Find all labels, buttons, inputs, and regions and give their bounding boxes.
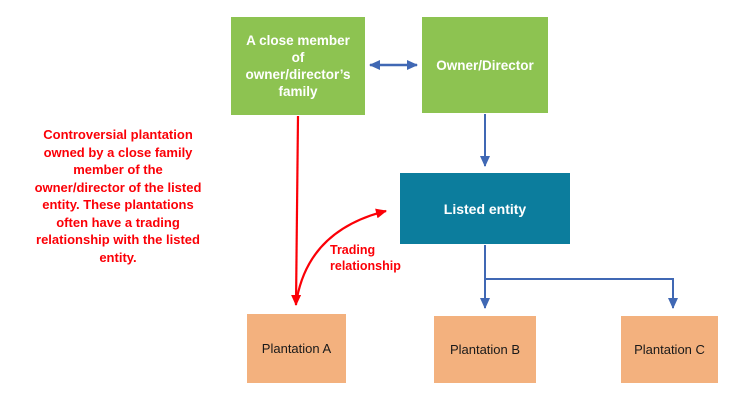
node-family-member: A close member of owner/director’s famil… — [231, 17, 365, 115]
connector-listed-to-plantation-c-elbow-arrow — [485, 278, 678, 309]
node-plantation-a: Plantation A — [247, 314, 346, 383]
node-plantation-b-label: Plantation B — [449, 342, 521, 357]
node-listed-entity-label: Listed entity — [443, 200, 527, 217]
node-listed-entity: Listed entity — [400, 173, 570, 244]
trading-relationship-label: Trading relationship — [330, 243, 401, 273]
node-owner-director-label: Owner/Director — [436, 57, 534, 73]
node-plantation-b: Plantation B — [434, 316, 536, 383]
node-plantation-c: Plantation C — [621, 316, 718, 383]
controversial-plantation-note: Controversial plantation owned by a clos… — [34, 127, 202, 265]
node-plantation-c-label: Plantation C — [634, 342, 705, 357]
connector-family-to-plantation-a-red-arrow — [291, 115, 302, 306]
node-owner-director: Owner/Director — [422, 17, 548, 113]
node-family-member-label: A close member of owner/director’s famil… — [245, 33, 351, 99]
node-plantation-a-label: Plantation A — [261, 341, 332, 356]
